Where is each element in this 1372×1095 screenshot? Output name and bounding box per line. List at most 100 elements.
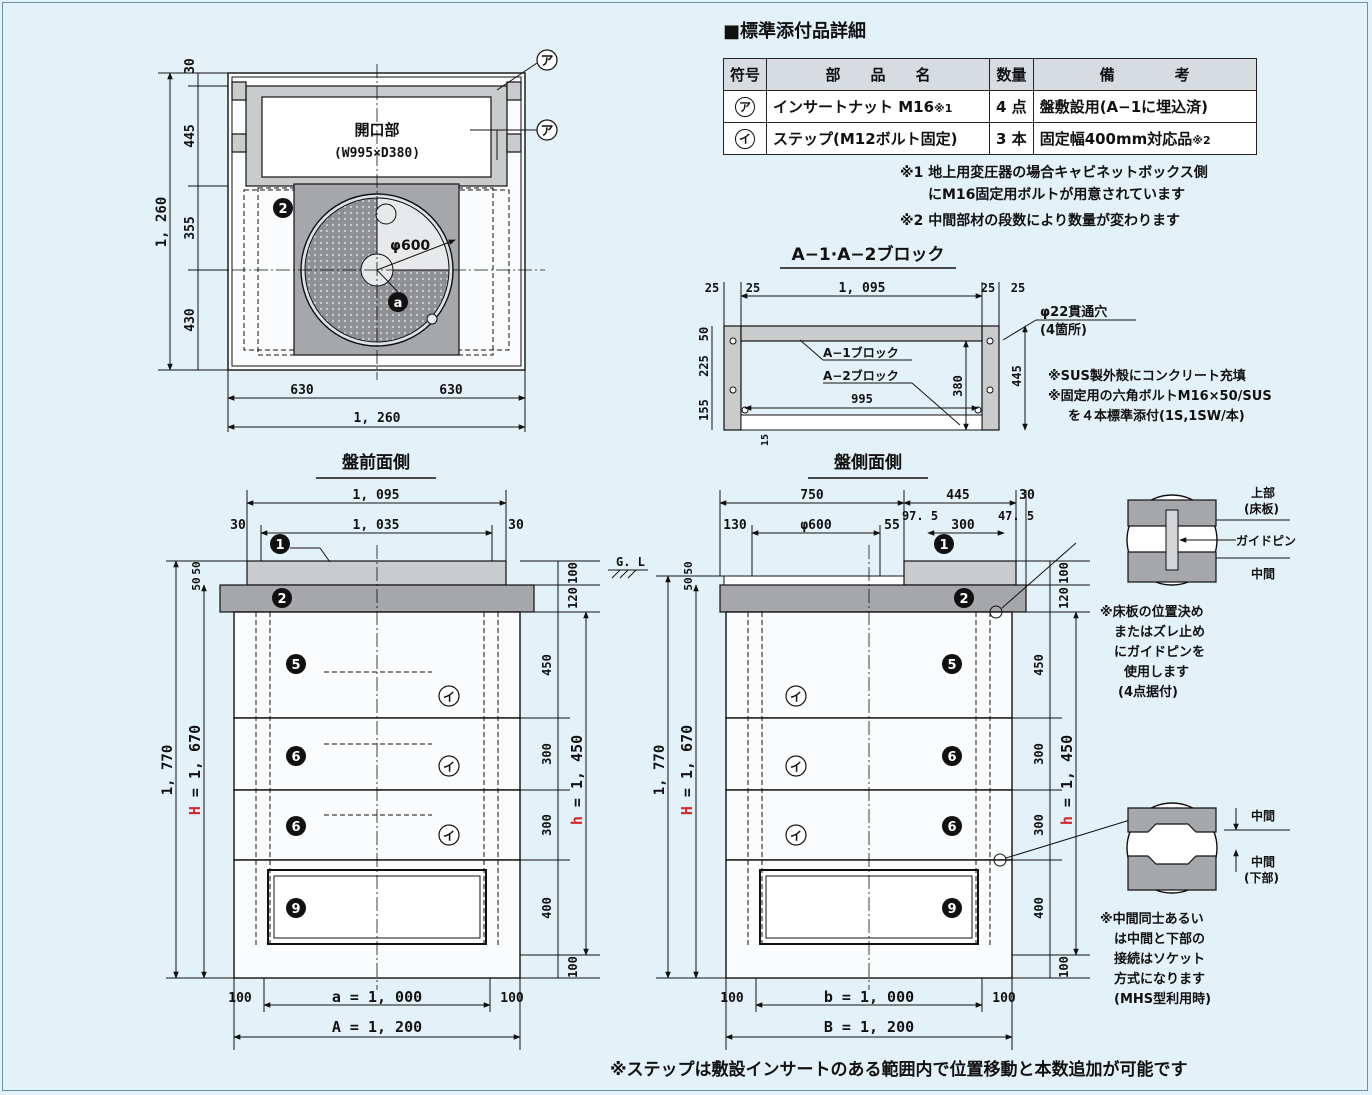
svg-text:1: 1 [275, 538, 284, 553]
svg-text:445: 445 [946, 488, 969, 503]
front-title: 盤前面側 [342, 452, 410, 473]
svg-text:中間: 中間 [1251, 808, 1275, 823]
plan-view: φ600 開口部 (W995×D380) ア ア 2 a 1, 260 30 4… [154, 49, 558, 432]
plan-opening [261, 96, 492, 178]
svg-text:25: 25 [705, 281, 719, 295]
svg-text:355: 355 [183, 216, 198, 239]
svg-text:1, 770: 1, 770 [652, 745, 668, 796]
side-title: 盤側面側 [834, 452, 902, 473]
svg-text:9: 9 [291, 902, 300, 917]
svg-text:300: 300 [1032, 743, 1046, 765]
svg-text:100: 100 [566, 562, 580, 584]
plan-dim-total-left: 1, 260 [154, 197, 170, 248]
svg-text:H = 1, 670: H = 1, 670 [678, 725, 696, 815]
svg-text:(4箇所): (4箇所) [1040, 322, 1087, 338]
svg-text:50: 50 [682, 561, 695, 574]
svg-text:400: 400 [1032, 897, 1046, 919]
svg-text:130: 130 [723, 518, 747, 533]
svg-text:225: 225 [697, 355, 711, 377]
block-detail: A−1·A−2ブロック 25 25 1, 095 25 25 φ22貫通穴 (4… [697, 244, 1136, 446]
svg-text:100: 100 [992, 991, 1016, 1006]
svg-text:6: 6 [947, 820, 956, 835]
svg-text:50: 50 [682, 577, 695, 590]
svg-text:b = 1, 000: b = 1, 000 [824, 988, 914, 1006]
side-view: 盤側面側 1 2 5 6 6 9 イ イ イ 750 445 30 130 φ [652, 452, 1131, 1050]
svg-text:A−1ブロック: A−1ブロック [823, 345, 899, 360]
table-row: ア インサートナット M16※1 4 点 盤敷設用(A−1に埋込済) [722, 90, 1257, 123]
svg-text:5: 5 [947, 658, 956, 673]
svg-text:イ: イ [790, 829, 802, 843]
svg-text:イ: イ [790, 690, 802, 704]
svg-text:55: 55 [884, 518, 900, 533]
svg-text:450: 450 [1032, 654, 1046, 676]
guide-pin-note-2: またはズレ止め [1114, 625, 1206, 640]
svg-text:995: 995 [851, 392, 873, 406]
svg-text:ア: ア [540, 54, 553, 69]
svg-text:30: 30 [1019, 488, 1035, 503]
svg-text:a: a [394, 296, 403, 311]
svg-text:25: 25 [1011, 281, 1025, 295]
svg-text:630: 630 [439, 383, 463, 398]
parts-table: 符号 部 品 名 数量 備 考 ア インサートナット M16※1 4 点 盤敷設… [722, 58, 1257, 155]
socket-note-3: 接続はソケット [1114, 952, 1206, 967]
svg-text:φ600: φ600 [800, 518, 831, 533]
svg-text:15: 15 [760, 434, 771, 446]
svg-text:9: 9 [947, 902, 956, 917]
svg-text:G. L: G. L [616, 555, 645, 569]
guide-pin-note-1: ※床板の位置決め [1100, 605, 1204, 620]
svg-text:47. 5: 47. 5 [998, 509, 1034, 523]
block-note-2: ※固定用の六角ボルトM16×50/SUS [1048, 389, 1272, 404]
front-view: 盤前面側 1 2 5 6 6 9 イ イ イ 1, 095 30 1, 035 … [160, 452, 600, 1050]
svg-text:イ: イ [443, 760, 455, 774]
plan-opening-label: 開口部 [354, 121, 399, 139]
plan-opening-size: (W995×D380) [334, 146, 420, 161]
table-note-1: ※1 地上用変圧器の場合キャビネットボックス側 [900, 165, 1208, 181]
svg-text:A−2ブロック: A−2ブロック [823, 368, 899, 383]
svg-text:6: 6 [291, 750, 300, 765]
svg-text:100: 100 [228, 991, 252, 1006]
block-note-1: ※SUS製外殻にコンクリート充填 [1048, 369, 1246, 384]
guide-pin-note-4: 使用します [1124, 665, 1190, 680]
svg-text:300: 300 [540, 743, 554, 765]
svg-text:イ: イ [790, 760, 802, 774]
side-cap-slab [719, 584, 1027, 613]
marker-part-a-plan [388, 292, 408, 312]
svg-text:100: 100 [1057, 562, 1071, 584]
svg-text:1, 035: 1, 035 [353, 518, 400, 533]
svg-text:50: 50 [190, 561, 203, 574]
guide-pin-note-3: にガイドピンを [1114, 645, 1206, 660]
svg-text:B = 1, 200: B = 1, 200 [824, 1018, 914, 1036]
table-row: イ ステップ(M12ボルト固定) 3 本 固定幅400mm対応品※2 [722, 122, 1257, 155]
svg-text:ア: ア [540, 124, 553, 139]
svg-text:1: 1 [939, 538, 948, 553]
svg-text:(下部): (下部) [1244, 870, 1279, 885]
svg-text:300: 300 [1032, 814, 1046, 836]
svg-text:630: 630 [290, 383, 314, 398]
svg-text:イ: イ [443, 829, 455, 843]
svg-text:400: 400 [540, 897, 554, 919]
svg-text:445: 445 [1010, 365, 1024, 387]
svg-text:2: 2 [278, 202, 287, 217]
block-title: A−1·A−2ブロック [792, 244, 945, 265]
guide-pin-note-5: (4点据付) [1118, 685, 1178, 700]
svg-text:h = 1, 450: h = 1, 450 [568, 735, 586, 825]
plan-phi-label: φ600 [390, 238, 430, 254]
svg-text:A = 1, 200: A = 1, 200 [332, 1018, 422, 1036]
socket-note-5: (MHS型利用時) [1114, 992, 1212, 1007]
svg-text:H = 1, 670: H = 1, 670 [186, 725, 204, 815]
svg-text:120: 120 [566, 587, 580, 609]
svg-text:1, 095: 1, 095 [839, 281, 886, 296]
socket-note-1: ※中間同士あるい [1100, 912, 1204, 927]
svg-text:97. 5: 97. 5 [902, 509, 938, 523]
socket-note-2: は中間と下部の [1114, 932, 1206, 947]
svg-text:30: 30 [183, 58, 198, 74]
svg-text:25: 25 [746, 281, 760, 295]
guide-pin-detail: 上部 (床板) ガイドピン 中間 [1126, 485, 1296, 586]
marker-part-2-plan [273, 198, 293, 218]
svg-text:155: 155 [697, 399, 711, 421]
table-note-1b: にM16固定用ボルトが用意されています [928, 187, 1185, 203]
svg-text:1, 260: 1, 260 [354, 411, 401, 426]
